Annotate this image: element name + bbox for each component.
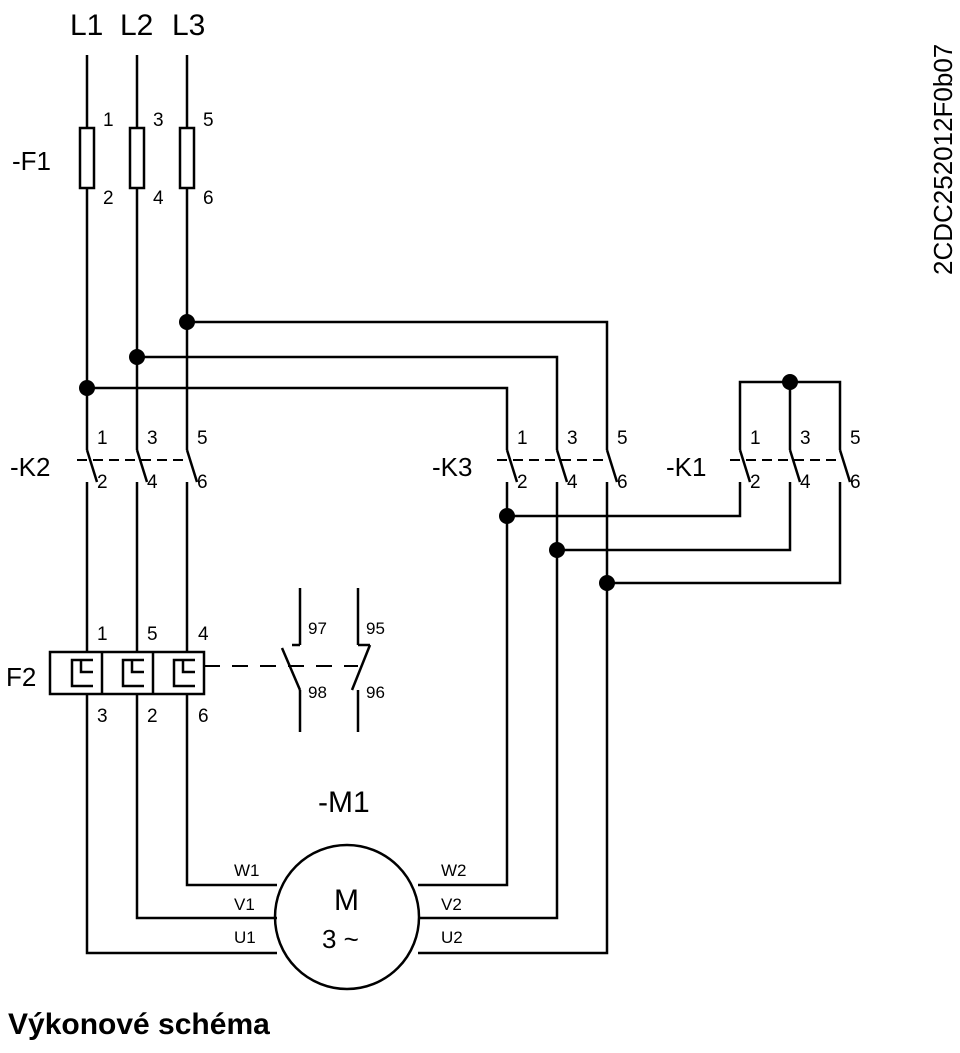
aux-pin: 96 xyxy=(366,683,385,702)
aux-pin: 97 xyxy=(308,619,327,638)
overload-aux-contacts xyxy=(280,588,372,732)
junction-dot xyxy=(599,575,615,591)
fuse-pin: 6 xyxy=(203,188,214,209)
fuse-to-k2-wires xyxy=(85,188,189,440)
k1-pin: 5 xyxy=(850,428,861,449)
terminal-w2: W2 xyxy=(441,861,467,880)
f2-pin: 3 xyxy=(97,706,108,727)
label-l1: L1 xyxy=(70,9,103,42)
motor-m1-label: -M1 xyxy=(318,786,370,819)
k2-pin: 3 xyxy=(147,428,158,449)
k3-pin: 4 xyxy=(567,472,578,493)
k3-pin: 6 xyxy=(617,472,628,493)
f2-pin: 5 xyxy=(147,624,158,645)
k1-pin: 2 xyxy=(750,472,761,493)
junction-dot xyxy=(499,508,515,524)
k2-pin: 5 xyxy=(197,428,208,449)
k2-to-f2-wires xyxy=(85,492,189,652)
terminal-v2: V2 xyxy=(441,895,462,914)
junction-dot xyxy=(129,349,145,365)
k3-pin: 2 xyxy=(517,472,528,493)
junction-dot xyxy=(782,374,798,390)
k2-pin: 4 xyxy=(147,472,158,493)
k3-to-motor-wires xyxy=(418,492,609,955)
fuse-pin: 2 xyxy=(103,188,114,209)
terminal-u2: U2 xyxy=(441,928,463,947)
k2-pin: 2 xyxy=(97,472,108,493)
k3-pin: 5 xyxy=(617,428,628,449)
fuse-pin: 1 xyxy=(103,110,114,131)
f2-pin: 4 xyxy=(198,624,209,645)
branch-wires-to-k3 xyxy=(87,320,609,440)
diagram-caption: Výkonové schéma xyxy=(8,1008,270,1041)
k1-pin: 4 xyxy=(800,472,811,493)
fuse-pin: 3 xyxy=(153,110,164,131)
aux-pin: 98 xyxy=(308,683,327,702)
terminal-u1: U1 xyxy=(234,928,256,947)
overload-relay-f2 xyxy=(48,650,358,696)
junction-dot xyxy=(549,542,565,558)
label-l3: L3 xyxy=(172,9,205,42)
terminal-v1: V1 xyxy=(234,895,255,914)
k1-to-k3-wires xyxy=(507,492,842,585)
f2-to-motor-wires xyxy=(85,694,277,955)
fuse-pin: 5 xyxy=(203,110,214,131)
contactor-k1-label: -K1 xyxy=(666,452,706,482)
contactor-k2-contacts xyxy=(77,440,199,492)
contactor-k2-label: -K2 xyxy=(10,452,50,482)
k1-pin: 6 xyxy=(850,472,861,493)
motor-phase: 3 ~ xyxy=(322,924,359,954)
aux-pin: 95 xyxy=(366,619,385,638)
contactor-k3-contacts xyxy=(497,440,619,492)
document-code: 2CDC252012F0b07 xyxy=(928,44,958,275)
k3-pin: 1 xyxy=(517,428,528,449)
motor-symbol: M xyxy=(334,884,359,917)
fuse-f1-label: -F1 xyxy=(12,146,51,176)
motor-m1 xyxy=(273,843,421,991)
overload-f2-label: F2 xyxy=(6,662,36,692)
f2-pin: 2 xyxy=(147,706,158,727)
fuse-pin: 4 xyxy=(153,188,164,209)
k2-pin: 1 xyxy=(97,428,108,449)
k3-pin: 3 xyxy=(567,428,578,449)
terminal-w1: W1 xyxy=(234,861,260,880)
k1-pin: 1 xyxy=(750,428,761,449)
supply-wires xyxy=(85,55,189,128)
junction-dot xyxy=(79,380,95,396)
label-l2: L2 xyxy=(120,9,153,42)
f2-pin: 6 xyxy=(198,706,209,727)
contactor-k3-label: -K3 xyxy=(432,452,472,482)
f2-pin: 1 xyxy=(97,624,108,645)
k2-pin: 6 xyxy=(197,472,208,493)
fuse-f1 xyxy=(78,126,196,190)
junction-dot xyxy=(179,314,195,330)
contactor-k1-contacts xyxy=(730,440,852,492)
k1-pin: 3 xyxy=(800,428,811,449)
